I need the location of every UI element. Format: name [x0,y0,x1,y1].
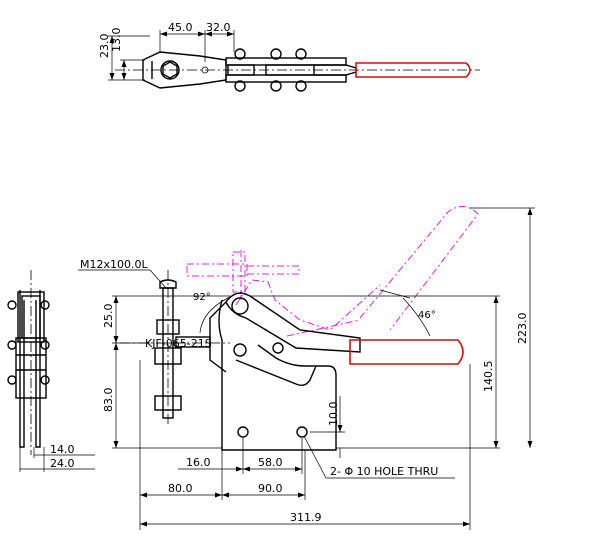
ghost-open-position [186,206,479,337]
front-dim-25: 25.0 [102,304,115,329]
front-dim-58: 58.0 [258,456,283,469]
top-dim-45: 45.0 [168,21,193,34]
bolt-label: M12x100.0L [80,258,148,271]
front-dim-140: 140.5 [482,361,495,393]
top-dim-13: 13.0 [110,28,123,53]
top-handle-grip [355,62,471,78]
model-label: KJF-065-21S [145,337,212,350]
side-view: 14.0 24.0 [7,270,95,472]
front-dim-16: 16.0 [186,456,211,469]
angle-92: 92° [193,292,211,303]
front-dim-311: 311.9 [290,511,322,524]
top-view: 45.0 32.0 23.0 13.0 [98,21,480,92]
front-dim-90: 90.0 [258,482,283,495]
front-dim-10: 10.0 [327,402,340,427]
front-view: M12x100.0L KJF-065-21S 92° 46° 25.0 83.0… [78,206,535,530]
front-dim-80: 80.0 [168,482,193,495]
hole-note: 2- Φ 10 HOLE THRU [330,465,438,478]
front-dim-223: 223.0 [516,313,529,345]
front-dim-83: 83.0 [102,388,115,413]
top-dim-32: 32.0 [206,21,231,34]
angle-46: 46° [418,310,436,321]
side-dim-24: 24.0 [50,457,75,470]
top-dim-23: 23.0 [98,34,111,59]
front-handle-grip [349,339,464,365]
side-dim-14: 14.0 [50,443,75,456]
